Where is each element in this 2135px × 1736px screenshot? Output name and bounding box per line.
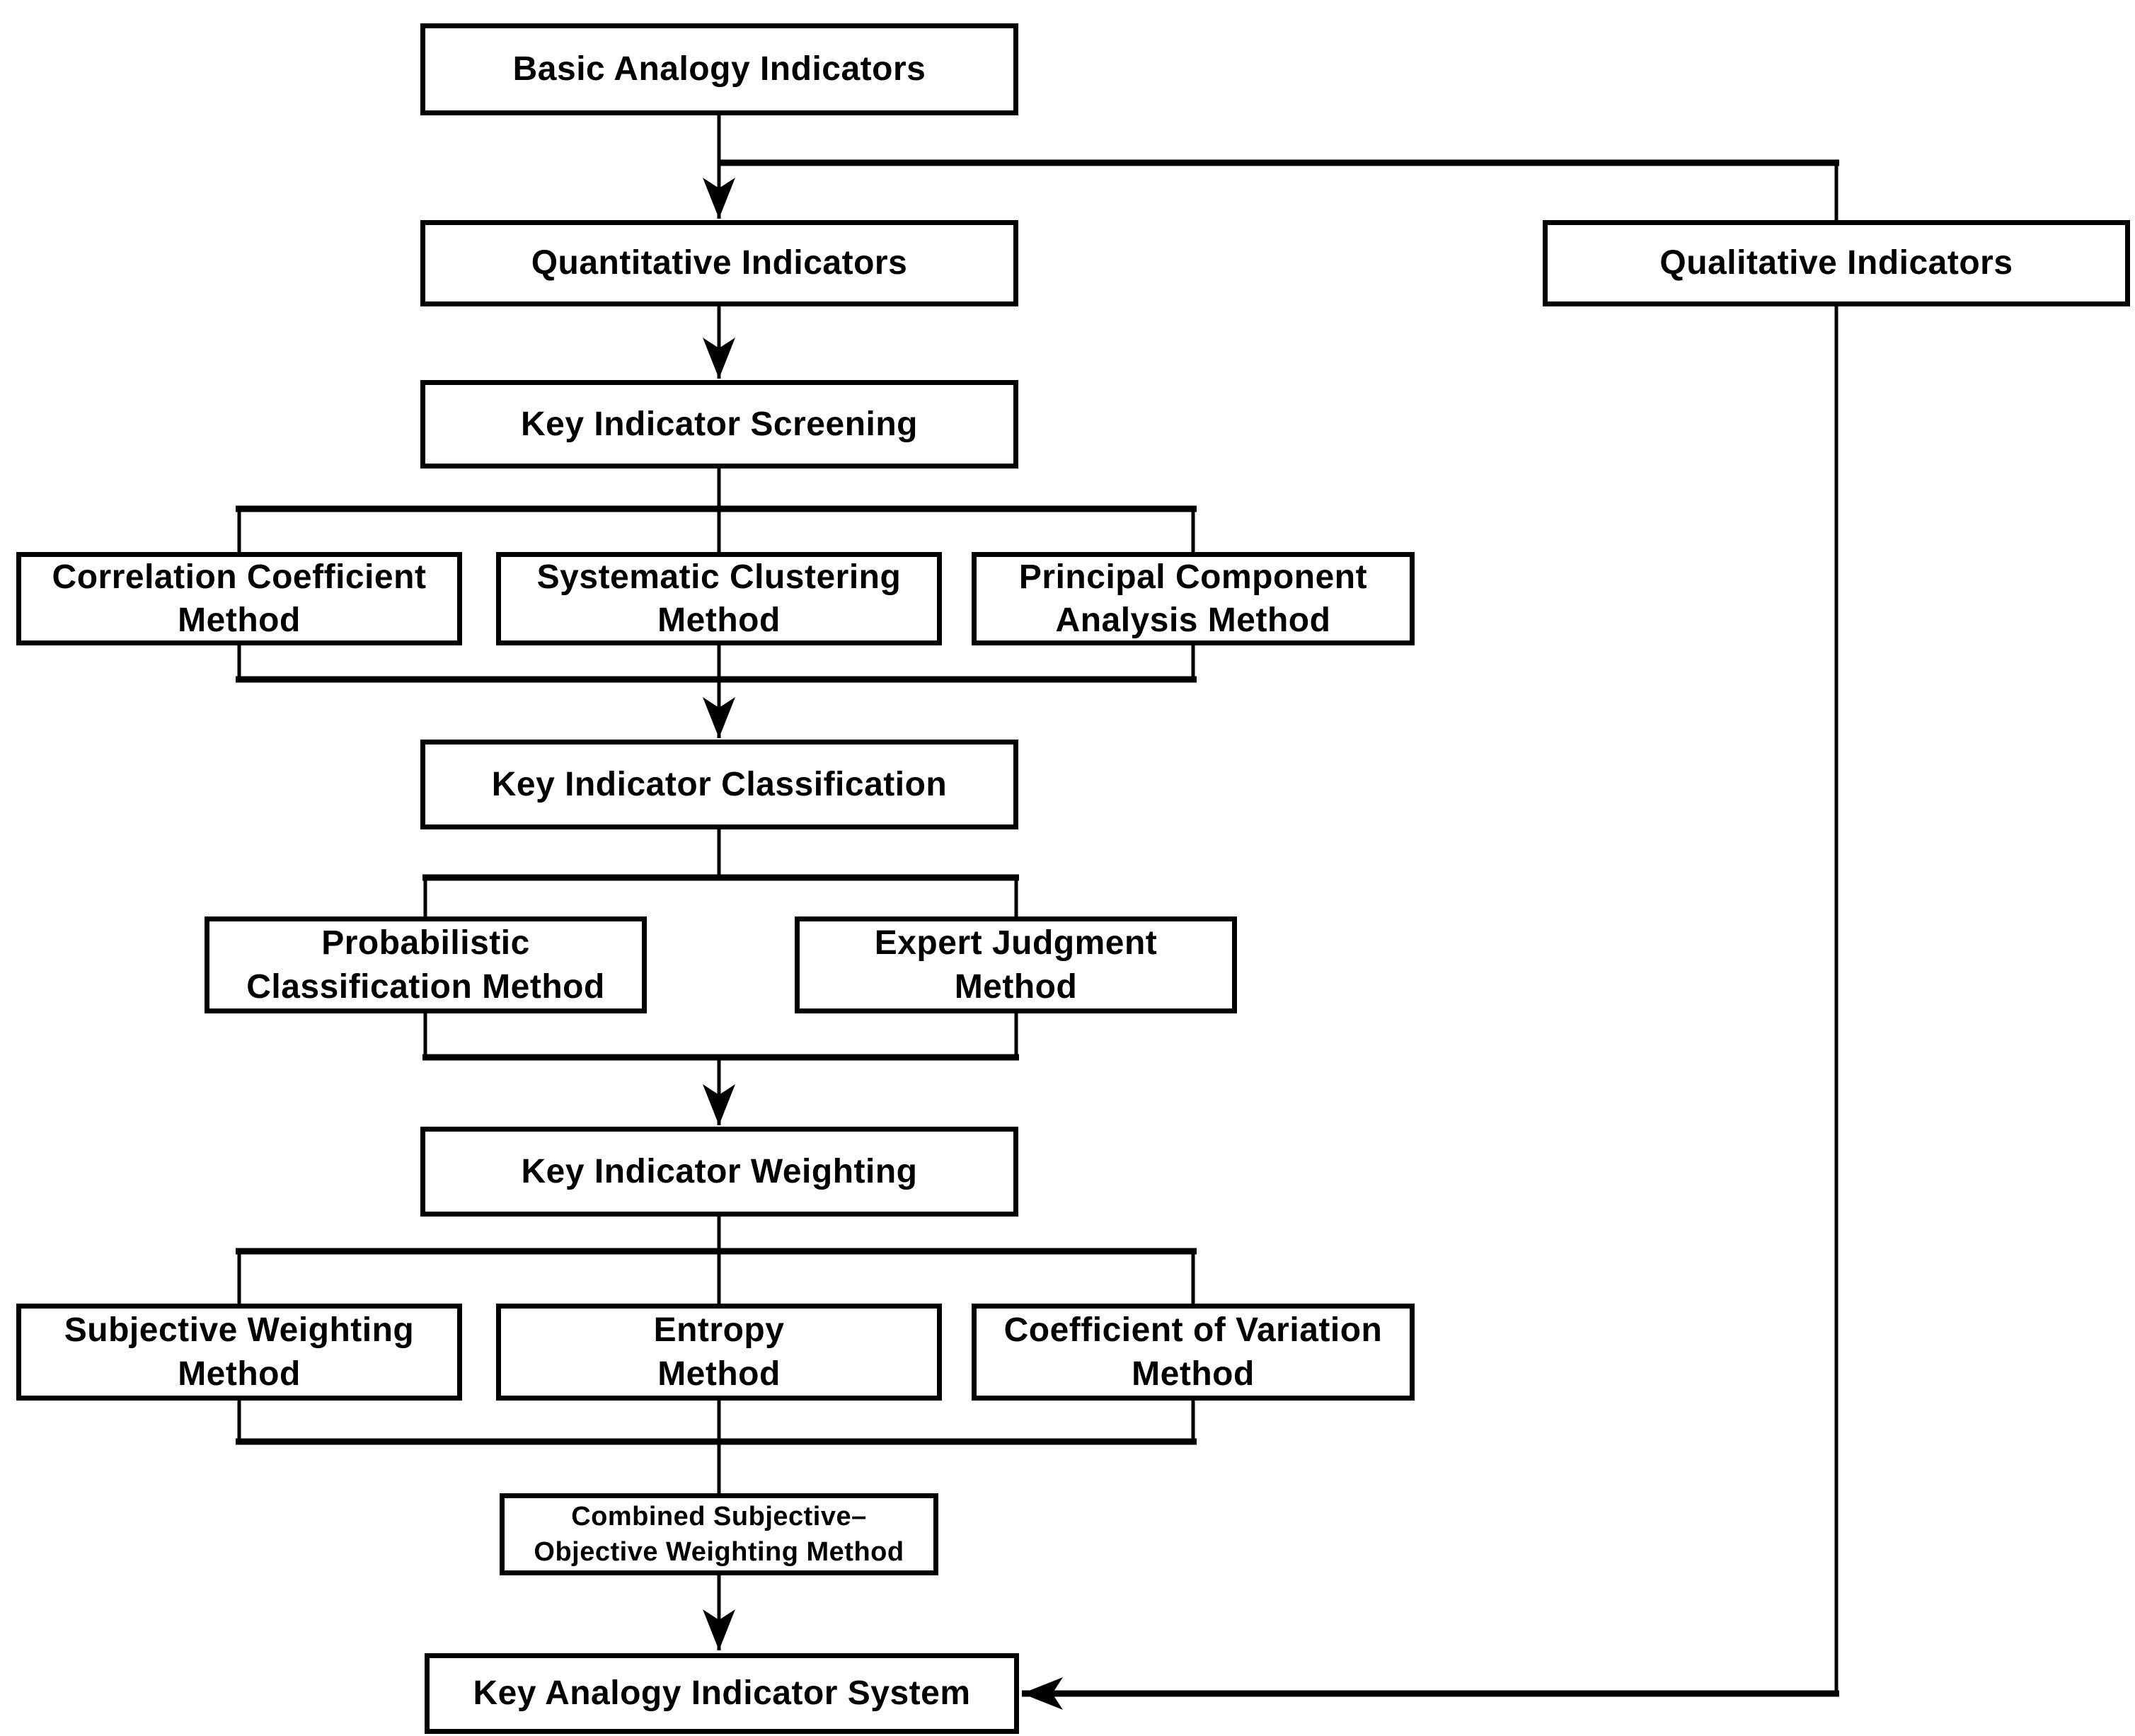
node-key-indicator-classification: Key Indicator Classification [420, 740, 1018, 829]
node-subjective-weighting-method: Subjective Weighting Method [16, 1304, 462, 1401]
node-entropy-method-label: Entropy Method [653, 1311, 785, 1393]
node-subjective-weighting-method-label: Subjective Weighting Method [64, 1311, 415, 1393]
node-key-indicator-classification-label: Key Indicator Classification [491, 765, 948, 803]
node-key-indicator-screening: Key Indicator Screening [420, 380, 1018, 469]
node-combined-subjective-objective-weighting-method: Combined Subjective– Objective Weighting… [500, 1493, 938, 1575]
node-correlation-coefficient-method-label: Correlation Coefficient Method [52, 558, 427, 639]
node-key-indicator-weighting: Key Indicator Weighting [420, 1127, 1018, 1217]
node-basic-analogy-indicators: Basic Analogy Indicators [420, 23, 1018, 115]
node-quantitative-indicators-label: Quantitative Indicators [531, 244, 908, 282]
node-probabilistic-classification-method-label: Probabilistic Classification Method [246, 924, 605, 1006]
node-quantitative-indicators: Quantitative Indicators [420, 220, 1018, 306]
node-coefficient-of-variation-method: Coefficient of Variation Method [972, 1304, 1415, 1401]
node-expert-judgment-method-label: Expert Judgment Method [874, 924, 1158, 1006]
node-qualitative-indicators-label: Qualitative Indicators [1659, 244, 2013, 282]
node-key-indicator-weighting-label: Key Indicator Weighting [521, 1152, 918, 1190]
node-systematic-clustering-method: Systematic Clustering Method [496, 552, 942, 645]
node-expert-judgment-method: Expert Judgment Method [795, 916, 1237, 1013]
node-coefficient-of-variation-method-label: Coefficient of Variation Method [1003, 1311, 1383, 1393]
node-basic-analogy-indicators-label: Basic Analogy Indicators [512, 50, 926, 88]
node-entropy-method: Entropy Method [496, 1304, 942, 1401]
node-systematic-clustering-method-label: Systematic Clustering Method [536, 558, 902, 639]
node-probabilistic-classification-method: Probabilistic Classification Method [205, 916, 647, 1013]
node-correlation-coefficient-method: Correlation Coefficient Method [16, 552, 462, 645]
node-key-analogy-indicator-system-label: Key Analogy Indicator System [473, 1674, 971, 1713]
node-principal-component-analysis-method-label: Principal Component Analysis Method [1018, 558, 1368, 639]
node-combined-subjective-objective-weighting-method-label: Combined Subjective– Objective Weighting… [534, 1501, 904, 1567]
node-key-indicator-screening-label: Key Indicator Screening [521, 405, 918, 443]
node-principal-component-analysis-method: Principal Component Analysis Method [972, 552, 1415, 645]
node-key-analogy-indicator-system: Key Analogy Indicator System [425, 1653, 1019, 1734]
node-qualitative-indicators: Qualitative Indicators [1543, 220, 2130, 306]
